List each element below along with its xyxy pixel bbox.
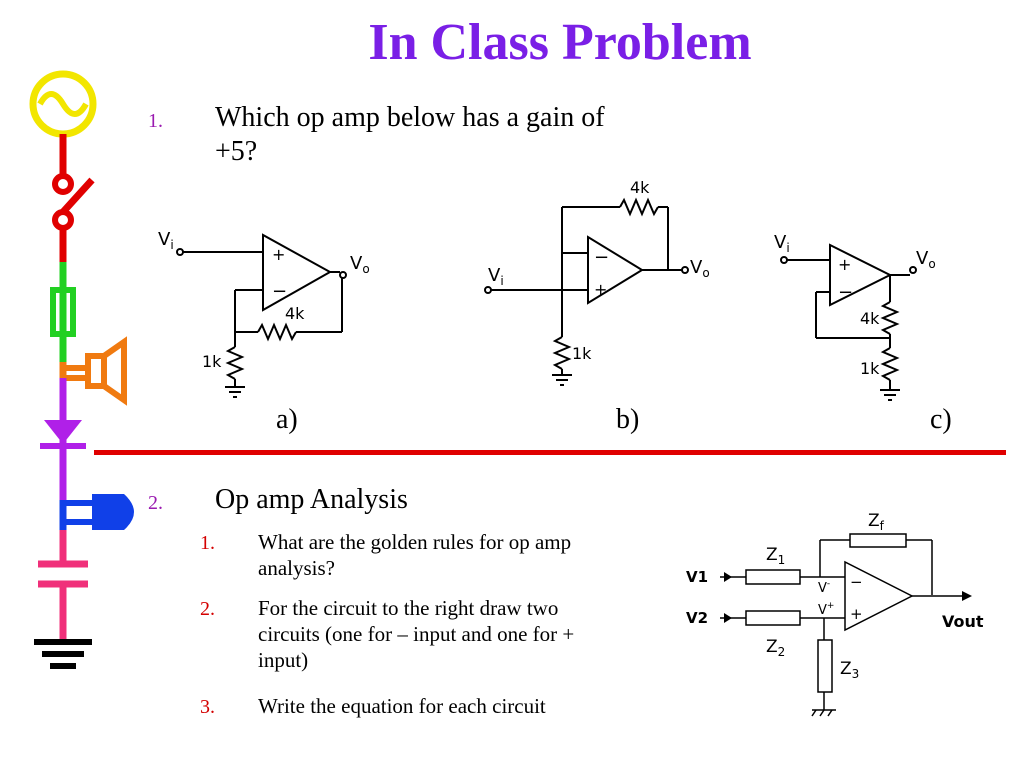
svg-text:+: + (850, 605, 863, 623)
svg-text:4k: 4k (630, 178, 650, 197)
bulb-icon (92, 494, 134, 530)
q2-item-2-line2: circuits (one for – input and one for + (258, 622, 575, 646)
q2-text: Op amp Analysis (215, 484, 408, 515)
vplus-label: V+ (818, 601, 834, 618)
circuit-c: Vi + − Vo 4k 1k (774, 232, 936, 401)
q2-item-1-line1: What are the golden rules for op amp (258, 530, 572, 554)
svg-text:+: + (594, 280, 607, 299)
svg-text:−: − (850, 573, 863, 591)
svg-text:4k: 4k (285, 304, 305, 323)
circuit-b-label: b) (616, 404, 640, 435)
sine-wave-icon (37, 91, 89, 117)
v1-arrow-icon (724, 572, 732, 582)
decorative-circuit-strip (29, 70, 134, 669)
page-title: In Class Problem (368, 14, 752, 71)
v1-label: V1 (686, 568, 708, 586)
diode-icon (44, 420, 82, 444)
zf-label: Zf (868, 511, 885, 533)
vout-arrow-icon (962, 591, 972, 601)
q1-text-line1: Which op amp below has a gain of (215, 102, 605, 133)
ground-icon (34, 639, 92, 669)
vout-label: Vout (942, 612, 984, 631)
svg-text:4k: 4k (860, 309, 880, 328)
resistor-c-top-icon (880, 301, 900, 335)
z3-impedance-icon (817, 639, 833, 693)
svg-text:+: + (272, 245, 285, 264)
fuse-icon (50, 287, 76, 337)
resistor-b-feedback-icon (619, 197, 659, 217)
circuit-c-label: c) (930, 404, 952, 435)
zf-impedance-icon (849, 533, 907, 548)
vminus-label: V- (818, 579, 830, 596)
q2-number: 2. (148, 492, 163, 514)
op-amp-b-icon (587, 235, 644, 305)
q2-item-3-line1: Write the equation for each circuit (258, 694, 546, 718)
resistor-b-ground-icon (552, 336, 572, 370)
v2-arrow-icon (724, 613, 732, 623)
q2-item-2-number: 2. (200, 598, 215, 620)
circuit-a: Vi + − Vo 4k 1k (158, 229, 370, 398)
section-divider (94, 450, 1006, 455)
analysis-circuit: Zf Z1 V1 V- − + Vout V2 V+ Z2 Z3 (686, 511, 984, 717)
resistor-c-bottom-icon (880, 347, 900, 381)
svg-text:−: − (594, 247, 609, 268)
speaker-icon (85, 353, 107, 389)
q2-item-1-number: 1. (200, 532, 215, 554)
z1-impedance-icon (745, 569, 801, 585)
q2-item-2-line3: input) (258, 648, 309, 672)
circuit-a-label: a) (276, 404, 298, 435)
circuit-b-vin-label: Vi (488, 265, 504, 288)
switch-icon (52, 173, 74, 195)
v2-label: V2 (686, 609, 708, 627)
z2-label: Z2 (766, 637, 785, 659)
svg-text:1k: 1k (202, 352, 222, 371)
svg-text:−: − (838, 282, 853, 303)
q1-number: 1. (148, 110, 163, 132)
circuit-a-vin-label: Vi (158, 229, 174, 252)
resistor-a-ground-icon (225, 346, 245, 380)
q2-item-3-number: 3. (200, 696, 215, 718)
q2-item-1-line2: analysis? (258, 556, 335, 580)
circuit-c-vin-label: Vi (774, 232, 790, 255)
resistor-a-feedback-icon (257, 322, 297, 342)
op-amp-a-icon (262, 233, 333, 312)
svg-text:+: + (838, 255, 851, 274)
z3-label: Z3 (840, 659, 859, 681)
q1-text-line2: +5? (215, 136, 258, 167)
svg-text:1k: 1k (572, 344, 592, 363)
q2-item-2-line1: For the circuit to the right draw two (258, 596, 559, 620)
z2-impedance-icon (745, 610, 801, 626)
circuit-c-vout-label: Vo (916, 248, 936, 271)
svg-text:−: − (272, 281, 287, 302)
circuit-b-vout-label: Vo (690, 257, 710, 280)
svg-text:1k: 1k (860, 359, 880, 378)
circuit-a-vout-label: Vo (350, 253, 370, 276)
op-amp-c-icon (829, 243, 893, 307)
circuit-b: 4k − + Vo Vi 1k (484, 178, 710, 386)
op-amp-analysis-icon (844, 560, 914, 632)
z1-label: Z1 (766, 545, 785, 567)
